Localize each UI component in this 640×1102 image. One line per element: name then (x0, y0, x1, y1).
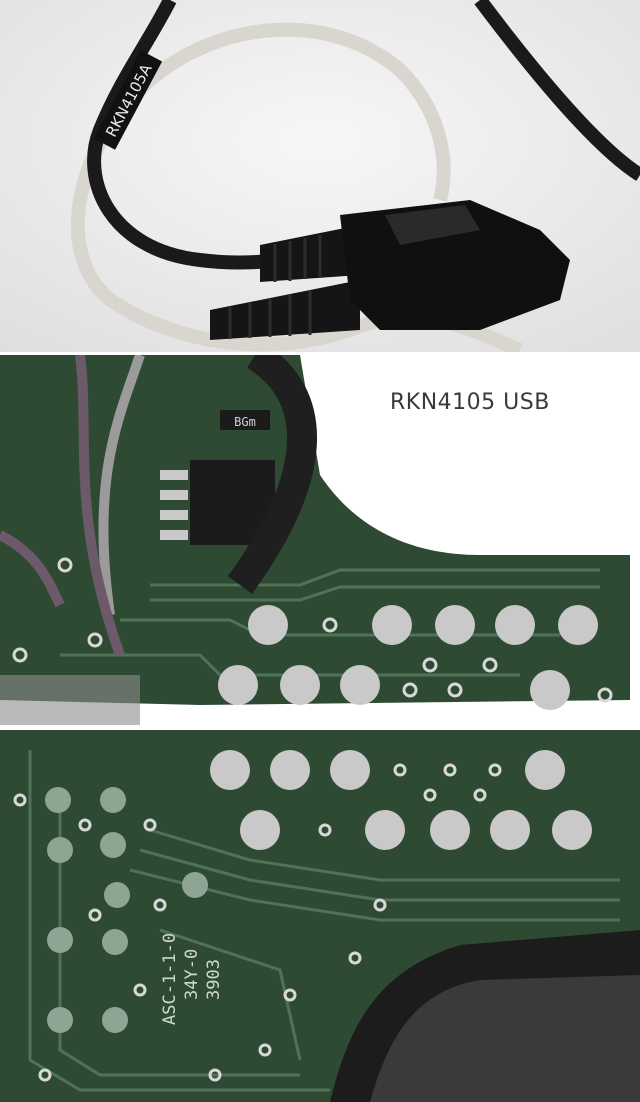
black-cable-tail (474, 0, 640, 181)
pcb-top-photo: BGm (0, 355, 640, 725)
solder-pads (210, 750, 592, 850)
silkscreen-line-3: 3903 (204, 959, 224, 1000)
product-caption: RKN4105 USB (390, 390, 550, 415)
pcb-top-illustration: BGm (0, 355, 640, 725)
silkscreen-line-2: 34Y-0 (182, 949, 202, 1000)
silkscreen-text: ASC-1-1-0 34Y-0 3903 (160, 933, 224, 1025)
pcb-bottom-illustration: ASC-1-1-0 34Y-0 3903 (0, 730, 640, 1102)
cable-photo-illustration: RKN4105A (0, 0, 640, 352)
solder-pads (218, 605, 598, 710)
pcb-bottom-photo: ASC-1-1-0 34Y-0 3903 (0, 730, 640, 1102)
silkscreen-line-1: ASC-1-1-0 (160, 933, 180, 1025)
cable-photo: RKN4105A (0, 0, 640, 352)
small-component (220, 410, 270, 430)
connector (210, 200, 570, 340)
component-marking: BGm (234, 415, 256, 429)
